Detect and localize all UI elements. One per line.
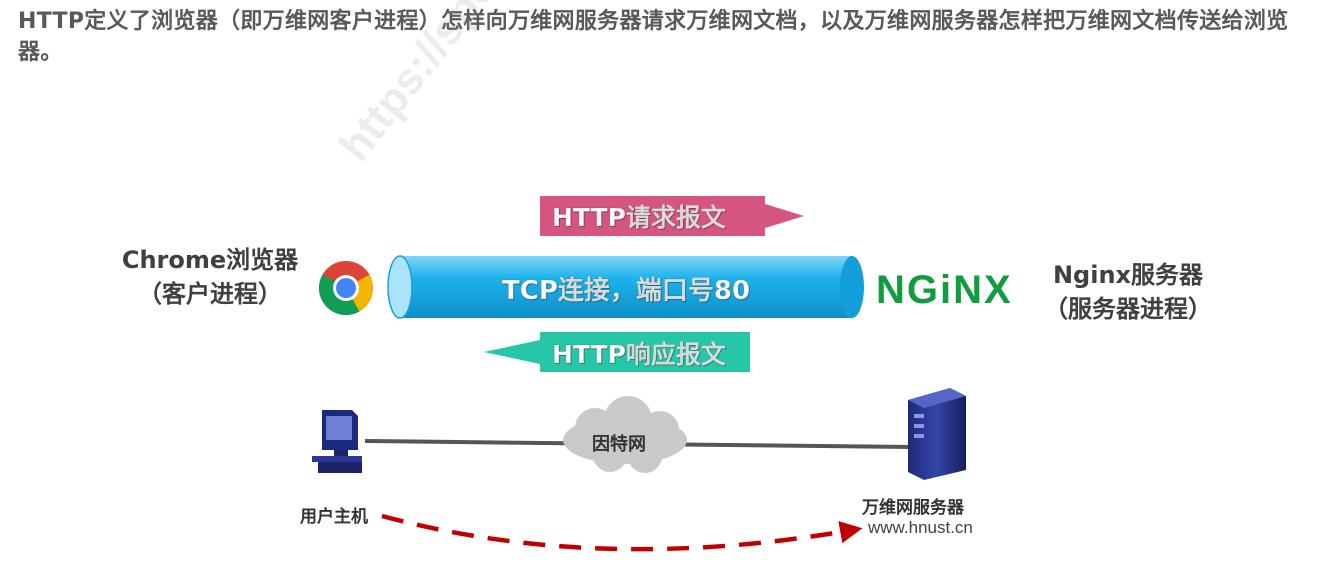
cloud-icon — [563, 396, 687, 473]
tcp-pipe-label: TCP连接，端口号80 — [501, 276, 751, 307]
server-tower-icon — [908, 388, 966, 480]
response-arrow-label: HTTP响应报文 — [552, 340, 727, 370]
server-label-line2: （服务器进程） — [1044, 295, 1212, 323]
server-label-line1: Nginx服务器 — [1052, 261, 1204, 289]
tcp-pipe — [387, 255, 864, 319]
page-title: HTTP定义了浏览器（即万维网客户进程）怎样向万维网服务器请求万维网文档，以及万… — [18, 9, 1289, 65]
request-arrow — [540, 196, 804, 236]
request-arrow-label: HTTP请求报文 — [552, 203, 727, 233]
webserver-url: www.hnust.cn — [868, 518, 973, 537]
internet-label: 因特网 — [592, 434, 646, 455]
browser-label-line1: Chrome浏览器 — [121, 246, 299, 274]
chrome-logo-icon — [318, 261, 374, 316]
webserver-label: 万维网服务器 — [862, 498, 964, 518]
desktop-computer-icon — [312, 410, 362, 473]
browser-label: Chrome浏览器 （客户进程） — [112, 243, 308, 311]
host-label: 用户主机 — [300, 507, 368, 527]
response-arrow — [484, 332, 750, 372]
server-label: Nginx服务器 （服务器进程） — [1030, 258, 1226, 326]
dashed-flow-arrow — [381, 513, 863, 552]
nginx-logo-icon: NGiNX — [876, 268, 1013, 312]
browser-label-line2: （客户进程） — [138, 280, 282, 308]
